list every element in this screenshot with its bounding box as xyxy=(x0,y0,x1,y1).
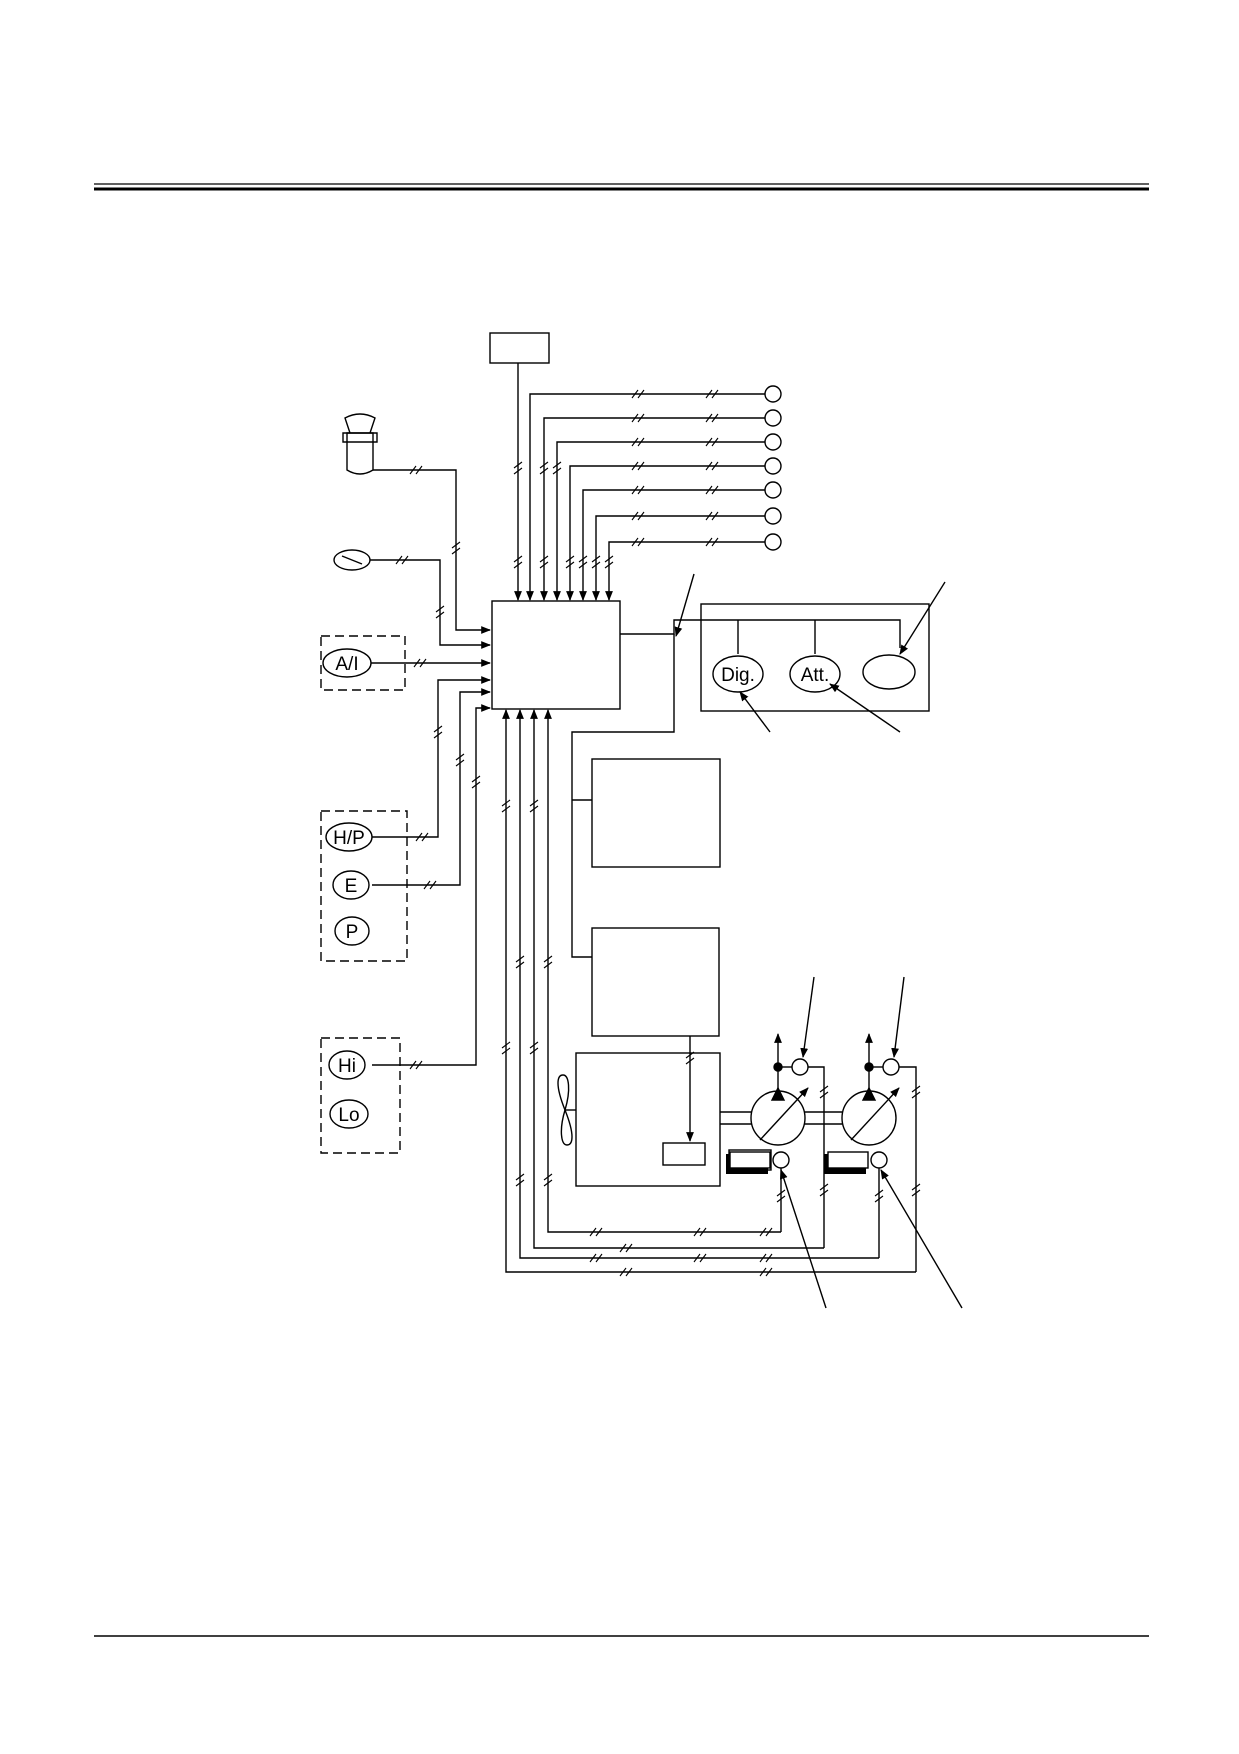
fan-icon xyxy=(557,1074,576,1146)
harness-break-marks xyxy=(395,389,921,1277)
pump-1-icon xyxy=(726,1033,825,1248)
e-line xyxy=(372,688,491,886)
knob-line xyxy=(373,469,491,634)
leader-arrow-branch xyxy=(674,573,695,637)
engine-inner-box xyxy=(662,1142,706,1166)
top-box xyxy=(489,332,550,364)
speed-switch-group xyxy=(320,1037,401,1154)
pump-2-icon xyxy=(824,1033,917,1272)
switch-p-label: P xyxy=(346,922,359,943)
gauge-att xyxy=(789,655,841,693)
leader-arrow-gauge-right xyxy=(899,581,946,655)
gauge-dig-label: Dig. xyxy=(721,665,755,686)
rotary-line xyxy=(370,559,491,649)
leader-arrow-sensor-1 xyxy=(800,976,815,1058)
hi-line xyxy=(372,704,491,1066)
ai-switch-group xyxy=(320,635,406,691)
hp-line xyxy=(372,676,491,838)
unit-box-lower xyxy=(591,927,720,1037)
leader-arrow-regulator-2 xyxy=(880,1169,963,1309)
leader-arrow-dig xyxy=(739,691,771,733)
leader-arrow-sensor-2 xyxy=(891,976,905,1058)
controller-box xyxy=(491,600,621,710)
switch-lo: Lo xyxy=(329,1099,369,1129)
mode-switch-group xyxy=(320,810,408,962)
switch-hi: Hi xyxy=(328,1050,366,1080)
switch-hp: H/P xyxy=(325,822,373,852)
switch-e-label: E xyxy=(345,876,358,897)
throttle-knob-icon xyxy=(342,413,378,475)
output-lines xyxy=(526,385,782,601)
switch-ai-label: A/I xyxy=(335,654,358,675)
switch-e: E xyxy=(332,870,370,900)
gauge-right xyxy=(862,654,916,690)
unit-box-upper xyxy=(591,758,721,868)
switch-ai: A/I xyxy=(322,648,372,678)
header-rule xyxy=(94,183,1149,191)
switch-lo-label: Lo xyxy=(338,1105,359,1126)
leader-arrow-regulator-1 xyxy=(780,1169,827,1309)
rotary-switch-icon xyxy=(333,549,371,571)
leader-arrow-att xyxy=(829,683,901,733)
controller-to-panel xyxy=(620,619,901,648)
switch-hi-label: Hi xyxy=(338,1056,356,1077)
gauge-panel xyxy=(700,603,930,712)
engine-box xyxy=(575,1052,721,1187)
branch-line xyxy=(571,634,675,958)
feedback-lines xyxy=(502,709,916,1273)
gauge-att-label: Att. xyxy=(801,665,830,686)
gauge-dig xyxy=(712,655,764,693)
switch-hp-label: H/P xyxy=(333,828,365,849)
switch-p: P xyxy=(334,916,370,946)
